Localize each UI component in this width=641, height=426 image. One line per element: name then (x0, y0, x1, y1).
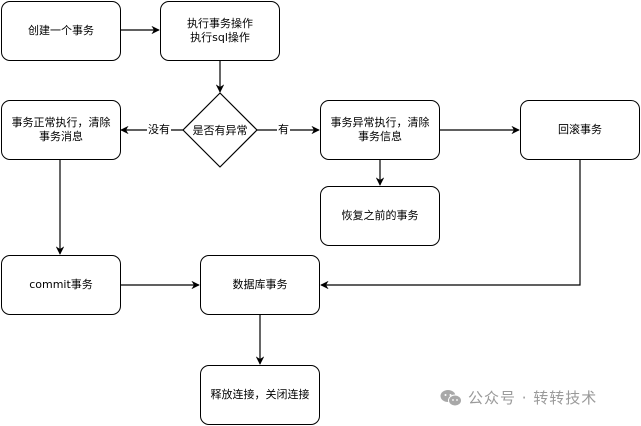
edge-label-no: 没有 (147, 123, 171, 136)
node-create-transaction: 创建一个事务 (1, 1, 121, 61)
wechat-icon (440, 389, 462, 407)
node-database-transaction: 数据库事务 (200, 255, 320, 315)
node-release-connection: 释放连接，关闭连接 (200, 365, 320, 425)
watermark-text: 公众号 · 转转技术 (468, 389, 598, 407)
node-normal-execution: 事务正常执行，清除 事务消息 (1, 100, 121, 160)
node-abnormal-execution: 事务异常执行，清除 事务信息 (320, 100, 440, 160)
decision-diamond (182, 92, 258, 168)
edge-label-yes: 有 (277, 123, 290, 136)
node-release-label: 释放连接，关闭连接 (210, 388, 310, 401)
edge-rollback-db (320, 160, 581, 290)
node-rollback: 回滚事务 (520, 100, 640, 160)
decision-label: 是否有异常 (192, 124, 248, 137)
node-abnormal-line2: 事务信息 (358, 130, 402, 143)
node-restore-label: 恢复之前的事务 (341, 209, 419, 222)
node-database-label: 数据库事务 (232, 278, 288, 291)
node-execute-line1: 执行事务操作 (187, 17, 253, 30)
node-restore: 恢复之前的事务 (320, 186, 440, 246)
node-execute-operation: 执行事务操作 执行sql操作 (160, 1, 280, 61)
node-normal-line2: 事务消息 (39, 130, 83, 143)
node-commit: commit事务 (1, 255, 121, 315)
watermark: 公众号 · 转转技术 (440, 387, 597, 408)
node-abnormal-line1: 事务异常执行，清除 (330, 116, 430, 129)
node-rollback-label: 回滚事务 (558, 123, 602, 136)
node-normal-line1: 事务正常执行，清除 (11, 116, 111, 129)
node-execute-line2: 执行sql操作 (190, 31, 250, 44)
node-commit-label: commit事务 (29, 278, 93, 291)
node-create-transaction-label: 创建一个事务 (28, 24, 94, 37)
